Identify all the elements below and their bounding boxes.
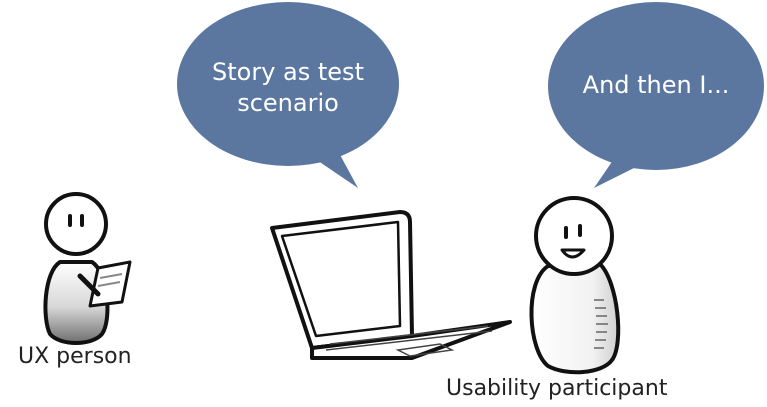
bubble-left-line2: scenario <box>237 89 339 117</box>
participant-icon <box>529 196 621 375</box>
bubble-left-line1: Story as test <box>212 58 364 86</box>
bubble-right-text: And then I... <box>582 71 730 99</box>
ux-person-icon <box>43 192 132 345</box>
speech-bubble-right <box>548 2 764 188</box>
speech-bubble-left <box>177 2 399 188</box>
participant-label: Usability participant <box>446 376 668 401</box>
pen-icon <box>77 273 101 297</box>
laptop-icon <box>270 210 512 360</box>
ux-person-label: UX person <box>18 344 132 369</box>
bubble-left-text: Story as test scenario <box>188 57 388 119</box>
